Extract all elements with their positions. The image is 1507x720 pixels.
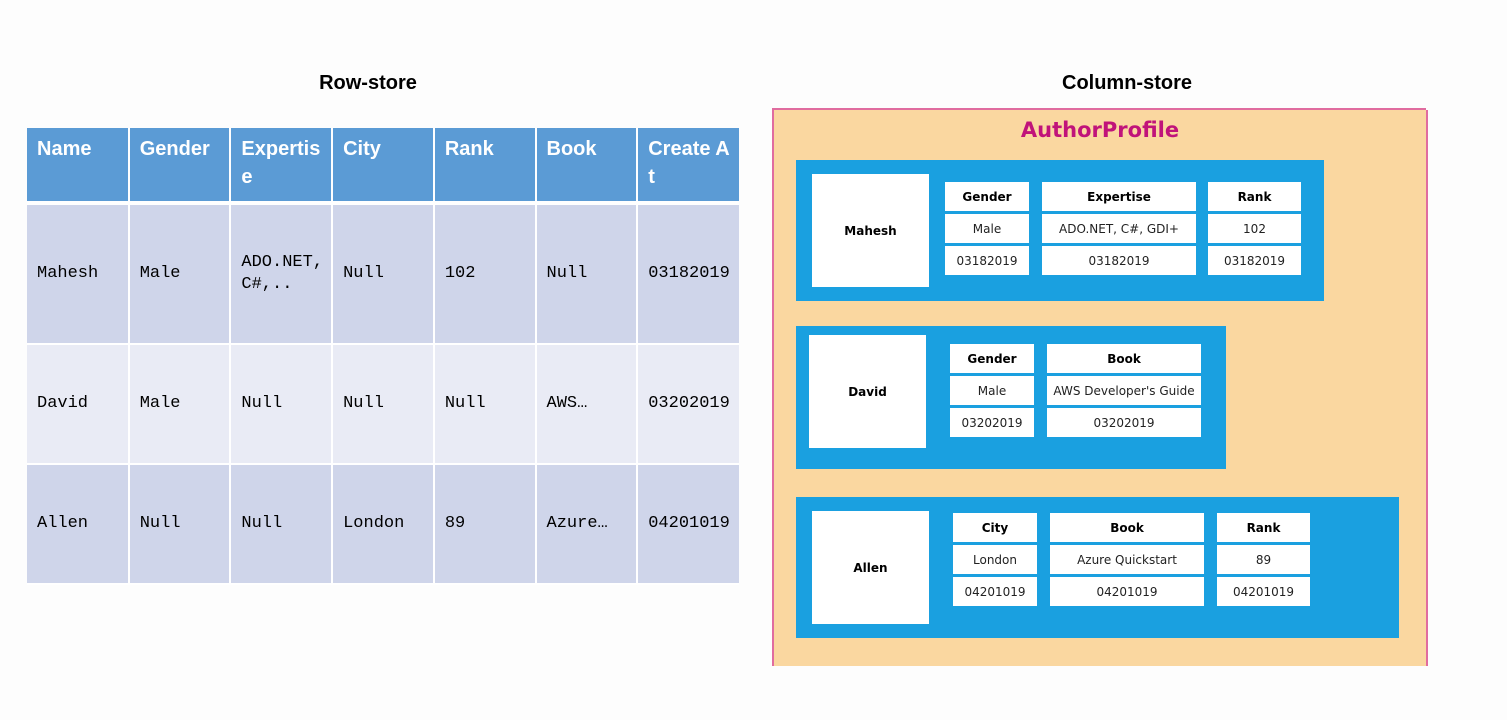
column-header: Gender <box>945 182 1029 211</box>
column-header: Expertise <box>230 128 334 205</box>
column-book: Book AWS Developer's Guide 03202019 <box>1047 344 1201 437</box>
column-value: Male <box>950 376 1034 405</box>
table-cell: Azure… <box>535 464 639 585</box>
column-date: 04201019 <box>1050 577 1204 606</box>
column-header: Name <box>27 128 130 205</box>
table-cell: Null <box>433 344 537 465</box>
column-gender: Gender Male 03202019 <box>950 344 1034 437</box>
column-book: Book Azure Quickstart 04201019 <box>1050 513 1204 606</box>
table-cell: Male <box>128 344 232 465</box>
column-date: 03182019 <box>1208 246 1301 275</box>
author-profile-panel: AuthorProfile Mahesh Gender Male 0318201… <box>772 108 1428 666</box>
author-name: Mahesh <box>812 174 929 287</box>
table-cell: 03202019 <box>637 344 739 465</box>
column-value: 102 <box>1208 214 1301 243</box>
column-date: 04201019 <box>953 577 1037 606</box>
column-value: 89 <box>1217 545 1310 574</box>
table-cell: Null <box>332 203 435 345</box>
table-cell: Allen <box>27 464 130 585</box>
table-cell: David <box>27 344 130 465</box>
column-date: 03182019 <box>945 246 1029 275</box>
column-header: City <box>953 513 1037 542</box>
table-cell: 04201019 <box>637 464 739 585</box>
row-store-heading: Row-store <box>319 72 417 94</box>
table-cell: 102 <box>433 203 537 345</box>
table-cell: 89 <box>433 464 537 585</box>
column-header: City <box>332 128 435 205</box>
column-date: 03182019 <box>1042 246 1196 275</box>
column-header: Gender <box>950 344 1034 373</box>
column-header: Book <box>1047 344 1201 373</box>
column-date: 03202019 <box>1047 408 1201 437</box>
column-expertise: Expertise ADO.NET, C#, GDI+ 03182019 <box>1042 182 1196 275</box>
column-city: City London 04201019 <box>953 513 1037 606</box>
column-rank: Rank 102 03182019 <box>1208 182 1301 275</box>
table-cell: Null <box>128 464 232 585</box>
column-header: Rank <box>1217 513 1310 542</box>
author-profile-title: AuthorProfile <box>1020 118 1180 142</box>
column-header: Create At <box>637 128 739 205</box>
table-row: David Male Null Null Null AWS… 03202019 <box>27 344 739 465</box>
table-cell: Null <box>535 203 639 345</box>
author-name: David <box>809 335 926 448</box>
table-cell: ADO.NET, C#,.. <box>230 203 334 345</box>
table-cell: London <box>332 464 435 585</box>
column-header: Rank <box>1208 182 1301 211</box>
row-store-table: Name Gender Expertise City Rank Book Cre… <box>27 128 739 585</box>
column-date: 04201019 <box>1217 577 1310 606</box>
column-value: London <box>953 545 1037 574</box>
column-rank: Rank 89 04201019 <box>1217 513 1310 606</box>
column-header: Expertise <box>1042 182 1196 211</box>
column-header: Gender <box>128 128 232 205</box>
column-value: Male <box>945 214 1029 243</box>
column-header: Book <box>1050 513 1204 542</box>
author-block-david: David Gender Male 03202019 Book AWS Deve… <box>796 326 1226 469</box>
column-store-heading: Column-store <box>1062 72 1192 94</box>
table-cell: Null <box>230 344 334 465</box>
column-value: Azure Quickstart <box>1050 545 1204 574</box>
column-gender: Gender Male 03182019 <box>945 182 1029 275</box>
author-block-allen: Allen City London 04201019 Book Azure Qu… <box>796 497 1399 638</box>
author-block-mahesh: Mahesh Gender Male 03182019 Expertise AD… <box>796 160 1324 301</box>
table-row: Mahesh Male ADO.NET, C#,.. Null 102 Null… <box>27 203 739 345</box>
table-header-row: Name Gender Expertise City Rank Book Cre… <box>27 128 739 205</box>
column-value: ADO.NET, C#, GDI+ <box>1042 214 1196 243</box>
column-header: Book <box>535 128 639 205</box>
table-cell: 03182019 <box>637 203 739 345</box>
table-cell: Null <box>332 344 435 465</box>
table-cell: Null <box>230 464 334 585</box>
table-cell: Mahesh <box>27 203 130 345</box>
author-name: Allen <box>812 511 929 624</box>
column-header: Rank <box>433 128 537 205</box>
column-date: 03202019 <box>950 408 1034 437</box>
table-row: Allen Null Null London 89 Azure… 0420101… <box>27 464 739 585</box>
table-cell: Male <box>128 203 232 345</box>
column-value: AWS Developer's Guide <box>1047 376 1201 405</box>
table-cell: AWS… <box>535 344 639 465</box>
